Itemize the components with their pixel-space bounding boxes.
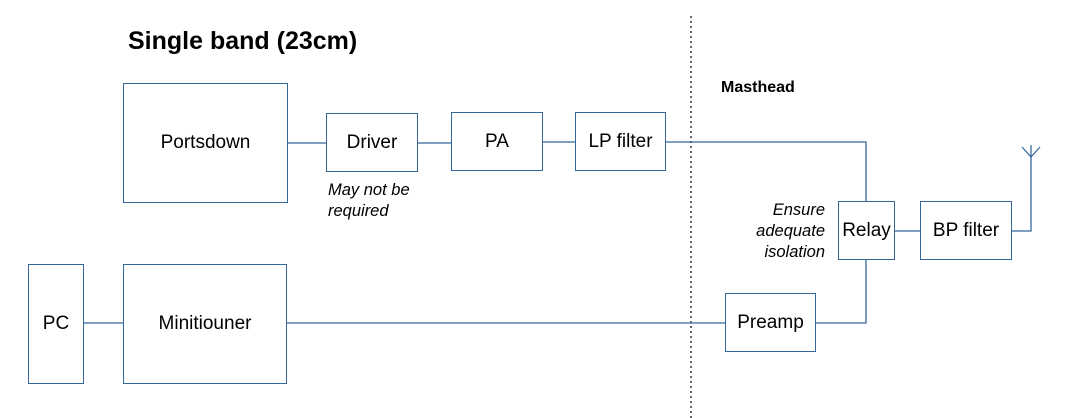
relay-note-line-1: Ensure — [772, 201, 825, 219]
driver-note-line-2: required — [328, 202, 389, 220]
wire-bpfilter-antenna — [1012, 157, 1032, 232]
wire-lpfilter-relay — [666, 141, 867, 201]
bp-filter-block: BP filter — [920, 201, 1012, 260]
relay-note-line-3: isolation — [764, 243, 825, 261]
driver-note-line-1: May not be — [328, 181, 410, 199]
relay-note-line-2: adequate — [756, 222, 825, 240]
lp-filter-block: LP filter — [575, 112, 666, 171]
pc-block: PC — [28, 264, 84, 384]
antenna-icon — [1021, 145, 1041, 158]
masthead-label: Masthead — [721, 79, 795, 96]
portsdown-block: Portsdown — [123, 83, 288, 203]
relay-note: Ensure adequate isolation — [730, 200, 825, 263]
preamp-block: Preamp — [725, 293, 816, 352]
pa-block: PA — [451, 112, 543, 171]
driver-block: Driver — [326, 113, 418, 172]
driver-note: May not be required — [328, 180, 410, 222]
diagram-title: Single band (23cm) — [128, 27, 358, 55]
minitiouner-block: Minitiouner — [123, 264, 287, 384]
relay-block: Relay — [838, 201, 895, 260]
wire-preamp-relay — [816, 260, 867, 324]
